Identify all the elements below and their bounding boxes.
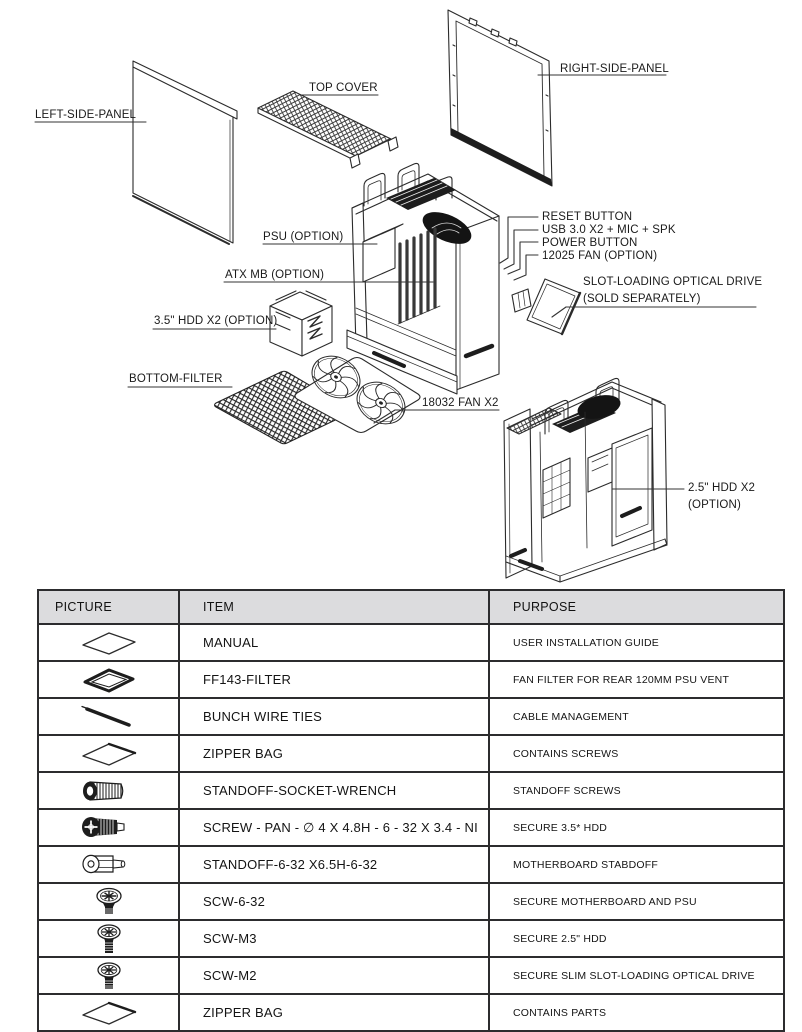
atx-mb-label: ATX MB (OPTION) xyxy=(225,269,325,281)
right-side-panel-label: RIGHT-SIDE-PANEL xyxy=(560,63,669,75)
main-chassis-art xyxy=(346,162,500,395)
fan-12025-label: 12025 FAN (OPTION) xyxy=(542,250,658,262)
bottom-filter-label: BOTTOM-FILTER xyxy=(129,373,223,385)
hdd35-cage-art xyxy=(269,290,333,357)
left-side-panel-label: LEFT-SIDE-PANEL xyxy=(35,109,137,121)
picture-header: PICTURE xyxy=(37,589,180,625)
socket-wrench-icon xyxy=(82,780,123,801)
item-cell: BUNCH WIRE TIES xyxy=(178,697,490,736)
hdd35-label: 3.5" HDD X2 (OPTION) xyxy=(154,315,278,327)
table-row: STANDOFF-6-32 X6.5H-6-32 MOTHERBOARD STA… xyxy=(37,845,785,884)
table-row: SCW-M2 SECURE SLIM SLOT-LOADING OPTICAL … xyxy=(37,956,785,995)
purpose-cell: SECURE MOTHERBOARD AND PSU xyxy=(488,882,785,921)
optical-drive-label-line2: (SOLD SEPARATELY) xyxy=(583,293,701,305)
case-exploded-art xyxy=(34,9,757,583)
standoff-icon xyxy=(81,854,125,873)
purpose-cell: SECURE 2.5" HDD xyxy=(488,919,785,958)
table-header-row: PICTURE ITEM PURPOSE xyxy=(37,589,785,625)
hdd25-label-line1: 2.5" HDD X2 xyxy=(688,482,756,494)
item-cell: ZIPPER BAG xyxy=(178,993,490,1032)
manual-icon xyxy=(81,631,136,655)
zipper-bag-icon xyxy=(81,742,136,766)
zipper-bag-icon xyxy=(81,1001,136,1025)
leader-lines xyxy=(34,74,757,490)
reset-button-label: RESET BUTTON xyxy=(542,211,633,223)
item-cell: ZIPPER BAG xyxy=(178,734,490,773)
table-row: BUNCH WIRE TIES CABLE MANAGEMENT xyxy=(37,697,785,736)
optical-drive-art xyxy=(511,278,582,336)
top-cover-art xyxy=(257,90,399,169)
item-cell: MANUAL xyxy=(178,623,490,662)
filter-icon xyxy=(83,668,134,692)
power-button-label: POWER BUTTON xyxy=(542,237,638,249)
purpose-cell: SECURE SLIM SLOT-LOADING OPTICAL DRIVE xyxy=(488,956,785,995)
purpose-cell: FAN FILTER FOR REAR 120MM PSU VENT xyxy=(488,660,785,699)
psu-label: PSU (OPTION) xyxy=(263,231,344,243)
optical-drive-label: SLOT-LOADING OPTICAL DRIVE (SOLD SEPARAT… xyxy=(583,276,762,306)
optical-drive-label-line1: SLOT-LOADING OPTICAL DRIVE xyxy=(583,276,763,288)
purpose-header: PURPOSE xyxy=(488,589,785,625)
item-cell: SCW-6-32 xyxy=(178,882,490,921)
table-row: MANUAL USER INSTALLATION GUIDE xyxy=(37,623,785,662)
exploded-view-diagram: LEFT-SIDE-PANEL TOP COVER RIGHT-SIDE-PAN… xyxy=(34,9,762,583)
scw-m3-icon xyxy=(96,923,121,953)
table-row: ZIPPER BAG CONTAINS SCREWS xyxy=(37,734,785,773)
item-cell: SCREW - PAN - ∅ 4 X 4.8H - 6 - 32 X 3.4 … xyxy=(178,808,490,847)
purpose-cell: STANDOFF SCREWS xyxy=(488,771,785,810)
pan-screw-icon xyxy=(81,816,125,837)
item-cell: SCW-M3 xyxy=(178,919,490,958)
table-row: SCW-M3 SECURE 2.5" HDD xyxy=(37,919,785,958)
usb-label: USB 3.0 X2 + MIC + SPK xyxy=(542,224,676,236)
purpose-cell: CONTAINS PARTS xyxy=(488,993,785,1032)
table-row: SCREW - PAN - ∅ 4 X 4.8H - 6 - 32 X 3.4 … xyxy=(37,808,785,847)
purpose-cell: CABLE MANAGEMENT xyxy=(488,697,785,736)
purpose-cell: SECURE 3.5* HDD xyxy=(488,808,785,847)
scw-m2-icon xyxy=(96,961,121,989)
table-row: ZIPPER BAG CONTAINS PARTS xyxy=(37,993,785,1032)
hdd25-label-line2: (OPTION) xyxy=(688,499,741,511)
item-cell: STANDOFF-SOCKET-WRENCH xyxy=(178,771,490,810)
item-cell: SCW-M2 xyxy=(178,956,490,995)
second-chassis-art xyxy=(503,377,668,583)
item-cell: STANDOFF-6-32 X6.5H-6-32 xyxy=(178,845,490,884)
top-cover-label: TOP COVER xyxy=(309,82,378,94)
left-side-panel-art xyxy=(132,60,238,245)
scw-6-32-icon xyxy=(95,887,122,914)
table-row: STANDOFF-SOCKET-WRENCH STANDOFF SCREWS xyxy=(37,771,785,810)
fan-18032-label: 18032 FAN X2 xyxy=(422,397,499,409)
right-side-panel-art xyxy=(447,9,553,187)
parts-table: PICTURE ITEM PURPOSE MANUAL USER INSTALL… xyxy=(37,589,785,1032)
purpose-cell: USER INSTALLATION GUIDE xyxy=(488,623,785,662)
item-header: ITEM xyxy=(178,589,490,625)
purpose-cell: CONTAINS SCREWS xyxy=(488,734,785,773)
table-row: FF143-FILTER FAN FILTER FOR REAR 120MM P… xyxy=(37,660,785,699)
purpose-cell: MOTHERBOARD STABDOFF xyxy=(488,845,785,884)
wire-ties-icon xyxy=(80,705,131,727)
table-row: SCW-6-32 SECURE MOTHERBOARD AND PSU xyxy=(37,882,785,921)
item-cell: FF143-FILTER xyxy=(178,660,490,699)
hdd25-label: 2.5" HDD X2 (OPTION) xyxy=(688,482,755,512)
